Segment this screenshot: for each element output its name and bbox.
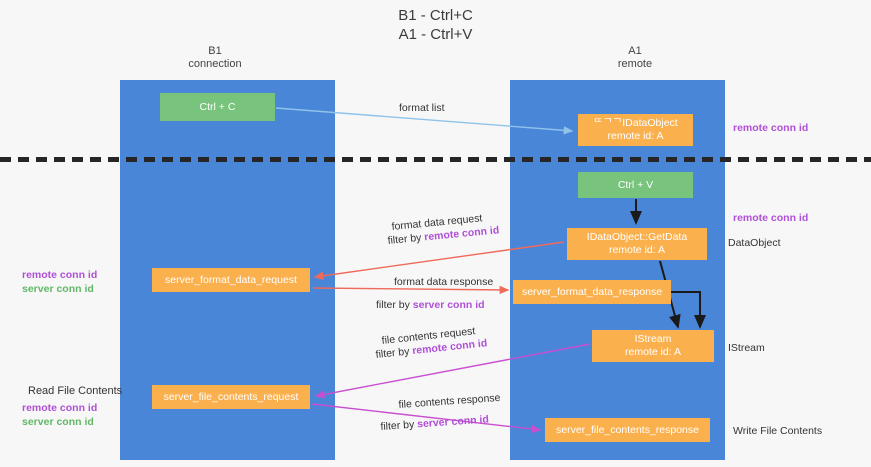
node-istream[interactable]: IStream remote id: A — [592, 330, 714, 362]
node-idataobject-getdata[interactable]: IDataObject::GetData remote id: A — [567, 228, 707, 260]
annotation-left-conn-ids-top: remote conn id server conn id — [22, 268, 97, 296]
node-ctrl-v[interactable]: Ctrl + V — [578, 172, 693, 198]
edge-label-file-contents-response: file contents response — [398, 391, 501, 411]
edge-label-format-data-response: format data response — [394, 276, 494, 288]
edge-label-format-data-response-filter: filter by server conn id — [376, 298, 485, 312]
filter-key-server-conn-id: server conn id — [416, 413, 490, 431]
annotation-server-conn-id: server conn id — [22, 416, 94, 428]
annotation-server-conn-id: server conn id — [22, 283, 94, 295]
filter-key-server-conn-id: server conn id — [412, 299, 485, 311]
annotation-read-file-contents: Read File Contents — [28, 385, 123, 397]
annotation-remote-conn-id: remote conn id — [22, 269, 98, 281]
annotation-istream: IStream — [728, 342, 765, 354]
annotation-dataobject: DataObject — [728, 237, 781, 249]
node-server-format-data-response[interactable]: server_format_data_response — [513, 280, 671, 304]
filter-prefix: filter by — [380, 418, 418, 433]
phase-divider — [0, 157, 871, 162]
annotation-write-file-contents: Write File Contents — [733, 425, 823, 437]
column-header-b1: B1 connection — [188, 45, 242, 70]
filter-prefix: filter by — [376, 299, 413, 311]
node-ctrl-c[interactable]: Ctrl + C — [160, 93, 275, 121]
filter-prefix: filter by — [387, 231, 425, 247]
annotation-remote-conn-id-top: remote conn id — [733, 122, 809, 134]
page-title: B1 - Ctrl+C A1 - Ctrl+V — [398, 7, 473, 43]
column-header-a1: A1 remote — [617, 45, 653, 70]
annotation-left-conn-ids-bottom: remote conn id server conn id — [22, 401, 97, 429]
annotation-remote-conn-id: remote conn id — [22, 402, 98, 414]
node-idataobject[interactable]: ᄄᄀᄀIDataObject remote id: A — [578, 114, 693, 146]
filter-prefix: filter by — [375, 345, 413, 361]
annotation-remote-conn-id-mid: remote conn id — [733, 212, 809, 224]
edge-label-format-list: format list — [399, 102, 445, 114]
node-server-file-contents-request[interactable]: server_file_contents_request — [152, 385, 310, 409]
node-server-file-contents-response[interactable]: server_file_contents_response — [545, 418, 710, 442]
edge-label-file-contents-response-filter: filter by server conn id — [380, 412, 489, 434]
node-server-format-data-request[interactable]: server_format_data_request — [152, 268, 310, 292]
